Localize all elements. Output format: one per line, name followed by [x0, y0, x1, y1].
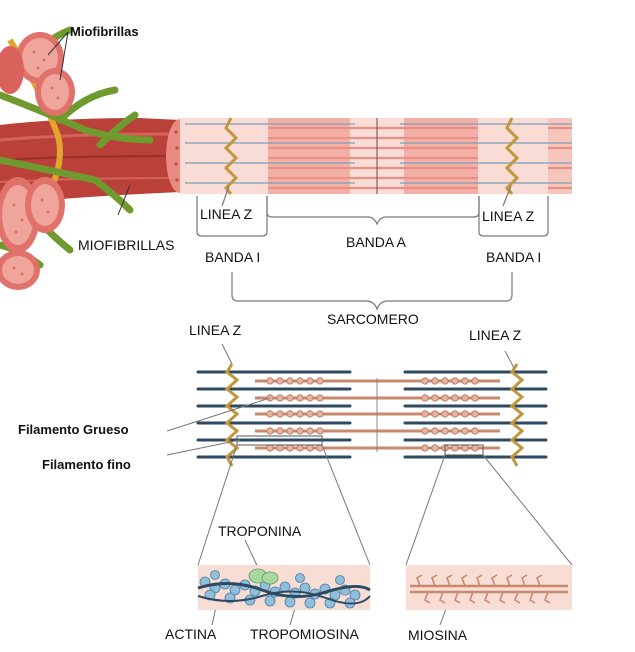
thick-filament-detail [406, 565, 572, 610]
label-miofibrillas-top: Miofibrillas [70, 24, 139, 39]
z-line [504, 117, 520, 195]
z-line [224, 363, 240, 467]
troponin-complex [248, 568, 279, 585]
label-filamento-fino: Filamento fino [42, 457, 131, 472]
myosin-heads-right [421, 377, 479, 452]
label-banda-i-right: BANDA I [486, 249, 542, 265]
label-tropomiosina: TROPOMIOSINA [250, 626, 359, 642]
myofibril-bundle [0, 250, 40, 290]
band-brackets [196, 185, 549, 311]
label-filamento-grueso: Filamento Grueso [18, 422, 129, 437]
thick-filament-highlight [444, 444, 484, 456]
tropomyosin-strand [197, 581, 371, 599]
muscle-fiber-illustration [0, 26, 194, 290]
myosin-tails [410, 584, 568, 594]
myofibril-strip [180, 117, 572, 195]
label-linea-z-lower-right: LINEA Z [469, 327, 522, 343]
label-linea-z-lower-left: LINEA Z [189, 322, 242, 338]
label-banda-a: BANDA A [346, 234, 406, 250]
thin-filaments-left [196, 370, 352, 459]
z-line [509, 363, 525, 467]
myosin-heads-left [266, 377, 324, 452]
myosin-heads-detail [416, 574, 551, 604]
label-banda-i-left: BANDA I [205, 249, 261, 265]
z-line [223, 117, 239, 195]
label-linea-z-left: LINEA Z [200, 206, 253, 222]
myofibril-bundle [25, 177, 65, 233]
thin-filaments-right [403, 370, 548, 459]
sarcomere-schematic [196, 363, 548, 467]
label-troponina: TROPONINA [218, 523, 302, 539]
label-actina: ACTINA [165, 626, 217, 642]
label-miosina: MIOSINA [408, 627, 468, 643]
label-miofibrillas: MIOFIBRILLAS [78, 237, 175, 253]
label-sarcomero: SARCOMERO [327, 311, 419, 327]
thin-filament-detail [197, 565, 371, 610]
label-linea-z-right: LINEA Z [482, 208, 535, 224]
myofibril-bundle [0, 46, 24, 94]
myofibril-bundle [35, 68, 75, 116]
